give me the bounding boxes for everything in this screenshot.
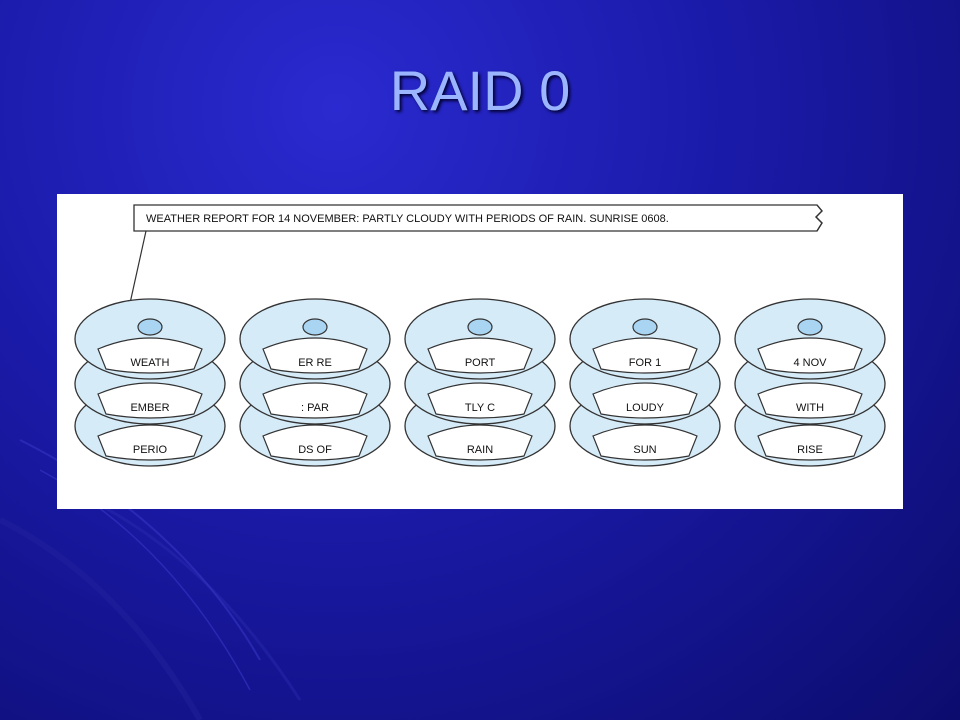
strip-band [427,382,533,419]
strip-band [592,424,698,461]
strip-band [262,382,368,419]
strip-band [97,382,203,419]
disk-1: PERIO EMBER WEATH [74,298,226,467]
platter: 4 NOV [734,298,886,380]
raid0-diagram: WEATH ER RE PORT FOR 1 4 NOV EMBER : PAR TLY C… [57,194,903,509]
strip-label: TLY C [465,402,495,414]
strip-label: ER RE [298,357,332,369]
slide-title: RAID 0 [389,59,571,122]
strip-label: WEATH [131,357,170,369]
strip-label: SUN [633,444,656,456]
strip-label: WITH [796,402,824,414]
strip-band [262,424,368,461]
disk-2: DS OF : PAR ER RE [239,298,391,467]
spindle-hub [797,318,823,336]
platter: ER RE [239,298,391,380]
strip-label: PERIO [133,444,168,456]
platter: FOR 1 [569,298,721,380]
strip-label: FOR 1 [629,357,661,369]
disk-3: RAIN TLY C PORT [404,298,556,467]
disk-5: RISE WITH 4 NOV [734,298,886,467]
strip-band [592,337,698,374]
strip-band [97,424,203,461]
strip-label: DS OF [298,444,332,456]
strip-band [757,424,863,461]
spindle-hub [137,318,163,336]
spindle-hub [302,318,328,336]
report-banner-tear-edge [815,204,823,232]
strip-label: PORT [465,357,496,369]
strip-band [757,337,863,374]
strip-band [427,337,533,374]
strip-band [757,382,863,419]
strip-label: 4 NOV [793,357,827,369]
strip-label: RISE [797,444,823,456]
strip-band [262,337,368,374]
raid0-diagram-svg: WEATH ER RE PORT FOR 1 4 NOV EMBER : PAR TLY C… [74,204,886,467]
strip-label: RAIN [467,444,493,456]
strip-band [427,424,533,461]
strip-band [592,382,698,419]
strip-band [97,337,203,374]
spindle-hub [632,318,658,336]
disk-4: SUN LOUDY FOR 1 [569,298,721,467]
platter: PORT [404,298,556,380]
report-banner-text: WEATHER REPORT FOR 14 NOVEMBER: PARTLY C… [146,213,669,225]
disk-array: PERIO EMBER WEATH DS OF : PAR ER RE RAIN TLY C P… [74,298,886,467]
strip-label: LOUDY [626,402,665,414]
spindle-hub [467,318,493,336]
platter: WEATH [74,298,226,380]
strip-label: EMBER [130,402,169,414]
strip-label: : PAR [301,402,329,414]
